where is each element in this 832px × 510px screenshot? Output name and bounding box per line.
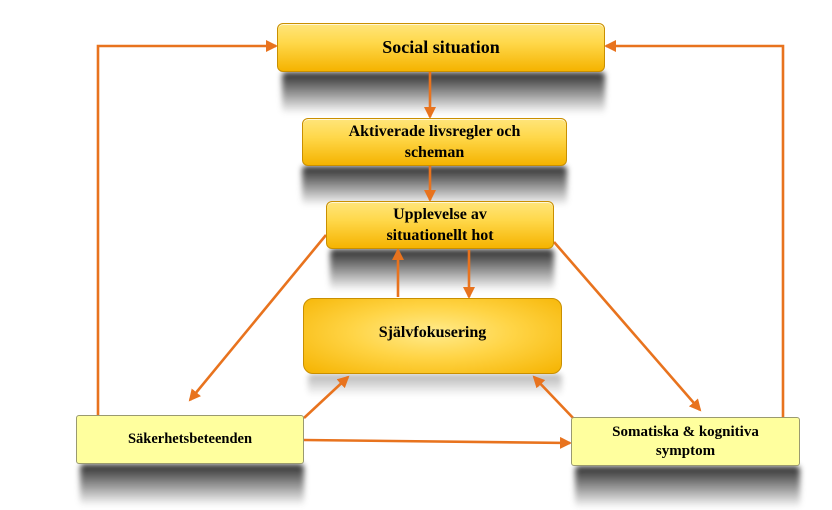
arrow-somatiska-to-sjalvfokusering [532,375,576,421]
box-shadow-somatiska [575,466,800,508]
box-shadow-social-situation [282,72,605,114]
box-shadow-upplevelse [330,249,554,291]
node-label: situationellt hot [386,227,494,244]
box-shadow-sakerhetsbeteenden [80,464,304,506]
node-upplevelse-av-hot: Upplevelse av situationellt hot [326,201,554,249]
node-label: Självfokusering [378,324,487,341]
arrow-sakerhetsbeteenden-to-social-situation [96,40,278,415]
box-shadow-sjalvfokusering [308,374,562,396]
node-label: symptom [655,442,716,459]
node-label: scheman [404,144,465,161]
arrow-upplevelse-to-sakerhetsbeteenden [188,234,328,402]
node-label: Somatiska & kognitiva [612,423,759,440]
node-sjalvfokusering: Självfokusering [303,298,562,374]
arrow-somatiska-to-social-situation [604,40,785,417]
node-label: Aktiverade livsregler och [348,123,521,140]
node-social-situation: Social situation [277,23,605,72]
arrow-upplevelse-to-somatiska [553,241,702,412]
node-label: Upplevelse av [393,206,487,223]
arrow-sakerhetsbeteenden-to-somatiska [303,436,572,449]
node-sakerhetsbeteenden: Säkerhetsbeteenden [76,415,304,464]
node-aktiverade-livsregler: Aktiverade livsregler och scheman [302,118,567,166]
node-label: Social situation [382,37,500,57]
arrow-sakerhetsbeteenden-to-sjalvfokusering [303,375,350,419]
node-somatiska-kognitiva-symptom: Somatiska & kognitiva symptom [571,417,800,466]
node-label: Säkerhetsbeteenden [127,431,253,447]
